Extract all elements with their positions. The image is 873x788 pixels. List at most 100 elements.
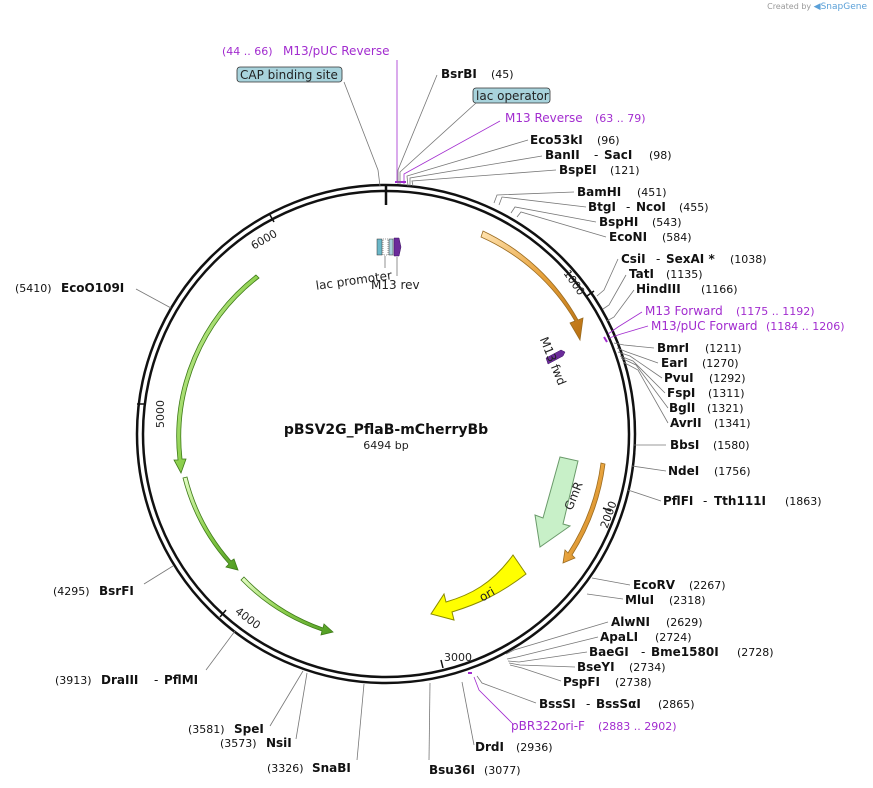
site-bgli[interactable]: BglI	[669, 401, 695, 415]
site-apali[interactable]: ApaLI	[600, 630, 638, 644]
leader-bsrbi	[397, 74, 438, 184]
m13-fwd-feature[interactable]	[545, 349, 566, 365]
site-pos-mlui: (2318)	[669, 594, 706, 607]
leader-lines	[135, 60, 669, 761]
site-snabi[interactable]: SnaBI	[312, 761, 351, 775]
cap-site-feature[interactable]	[382, 238, 389, 256]
site-pos-nsii: (3573)	[220, 737, 257, 750]
site-pos-draiii: (3913)	[55, 674, 92, 687]
site-draiii[interactable]: DraIII	[101, 673, 138, 687]
site-bbsi[interactable]: BbsI	[670, 438, 699, 452]
site-pos-bsrfi: (4295)	[53, 585, 90, 598]
site-sexai[interactable]: SexAI *	[666, 252, 715, 266]
ori-label: ori	[477, 584, 498, 604]
leader-bseyi	[508, 662, 576, 668]
lac-promoter-feature[interactable]	[376, 238, 383, 256]
site-fspi[interactable]: FspI	[667, 386, 695, 400]
svg-text:-: -	[586, 697, 590, 711]
site-bspei[interactable]: BspEI	[559, 163, 597, 177]
site-bsrbi[interactable]: BsrBI	[441, 67, 477, 81]
orange-feature-arrow-top[interactable]	[480, 230, 584, 342]
primer-pbr322-ori-f[interactable]: pBR322ori-F	[511, 719, 585, 733]
cap-binding-site-box[interactable]	[236, 66, 343, 83]
site-pos-bspei: (121)	[610, 164, 640, 177]
site-ecorv[interactable]: EcoRV	[633, 578, 676, 592]
site-bsrfi[interactable]: BsrFI	[99, 584, 134, 598]
leader-m13-puc-forward	[608, 325, 649, 339]
m13-rev-feature[interactable]	[393, 237, 402, 257]
site-eco53ki[interactable]: Eco53kI	[530, 133, 583, 147]
site-spei[interactable]: SpeI	[234, 722, 264, 736]
orange-feature-arrow-right[interactable]	[562, 462, 606, 564]
leader-fspi	[619, 355, 666, 394]
site-saci[interactable]: SacI	[604, 148, 632, 162]
green-feature-arrow-3[interactable]	[240, 576, 334, 636]
site-tth111i[interactable]: Tth111I	[714, 494, 766, 508]
site-bsphi[interactable]: BspHI	[599, 215, 638, 229]
site-bmri[interactable]: BmrI	[657, 341, 689, 355]
svg-text:-: -	[641, 645, 645, 659]
site-bsssai[interactable]: BssSαI	[596, 697, 641, 711]
site-eari[interactable]: EarI	[661, 356, 688, 370]
primer-m13-puc-forward[interactable]: M13/pUC Forward	[651, 319, 758, 333]
site-pos-bmri: (1211)	[705, 342, 742, 355]
site-pflmi[interactable]: PflMI	[164, 673, 198, 687]
boxed-labels: CAP binding site lac operator	[236, 66, 551, 104]
lac-operator-label: lac operator	[476, 89, 549, 103]
site-hindiii[interactable]: HindIII	[636, 282, 681, 296]
site-pos-bseyi: (2734)	[629, 661, 666, 674]
site-econi[interactable]: EcoNI	[609, 230, 647, 244]
tick-3000	[440, 659, 444, 669]
leader-snabi	[356, 683, 365, 761]
site-alwni[interactable]: AlwNI	[611, 615, 650, 629]
svg-text:-: -	[626, 200, 630, 214]
site-bsu36i[interactable]: Bsu36I	[429, 763, 475, 777]
primer-pos-m13-forward: (1175 .. 1192)	[736, 305, 815, 318]
ori-feature-arrow[interactable]	[430, 554, 527, 621]
site-bsssi[interactable]: BssSI	[539, 697, 576, 711]
site-pos-ndei: (1756)	[714, 465, 751, 478]
site-bamhi[interactable]: BamHI	[577, 185, 621, 199]
site-ecoo109i[interactable]: EcoO109I	[61, 281, 124, 295]
site-bme1580i[interactable]: Bme1580I	[651, 645, 719, 659]
site-pspfi[interactable]: PspFI	[563, 675, 600, 689]
site-baegi[interactable]: BaeGI	[589, 645, 629, 659]
green-feature-arrow-2[interactable]	[182, 476, 239, 571]
site-nsii[interactable]: NsiI	[266, 736, 292, 750]
primer-pos-pbr322-ori-f: (2883 .. 2902)	[598, 720, 677, 733]
green-feature-arrow-1[interactable]	[173, 274, 260, 474]
site-pos-hindiii: (1166)	[701, 283, 738, 296]
cap-binding-site-label: CAP binding site	[240, 68, 338, 82]
leader-apali	[506, 636, 599, 660]
primer-pos-m13-puc-forward: (1184 .. 1206)	[766, 320, 845, 333]
site-pos-tati: (1135)	[666, 268, 703, 281]
primer-m13-reverse[interactable]: M13 Reverse	[505, 111, 583, 125]
leader-bsrfi	[143, 565, 174, 585]
site-mlui[interactable]: MluI	[625, 593, 654, 607]
site-banii[interactable]: BanII	[545, 148, 580, 162]
leader-btgi	[498, 196, 587, 208]
site-drdi[interactable]: DrdI	[475, 740, 504, 754]
site-pos-econi: (584)	[662, 231, 692, 244]
site-tati[interactable]: TatI	[629, 267, 654, 281]
site-pos-avrii: (1341)	[714, 417, 751, 430]
site-pos-eari: (1270)	[702, 357, 739, 370]
gmr-feature-arrow[interactable]	[534, 456, 579, 548]
site-avrii[interactable]: AvrII	[670, 416, 702, 430]
site-ncoi[interactable]: NcoI	[636, 200, 666, 214]
primer-m13-puc-reverse[interactable]: M13/pUC Reverse	[283, 44, 390, 58]
lac-operator-box[interactable]	[472, 87, 551, 104]
site-pflfi[interactable]: PflFI	[663, 494, 693, 508]
lac-operator-feature[interactable]	[388, 238, 394, 256]
site-btgi[interactable]: BtgI	[588, 200, 616, 214]
primer-m13-forward[interactable]: M13 Forward	[645, 304, 723, 318]
leader-bgli	[620, 357, 669, 409]
site-bseyi[interactable]: BseYI	[577, 660, 615, 674]
site-csii[interactable]: CsiI	[621, 252, 646, 266]
svg-text:-: -	[594, 148, 598, 162]
site-pvui[interactable]: PvuI	[664, 371, 694, 385]
site-pos-csii: (1038)	[730, 253, 767, 266]
leader-pspfi	[509, 664, 562, 682]
site-ndei[interactable]: NdeI	[668, 464, 699, 478]
